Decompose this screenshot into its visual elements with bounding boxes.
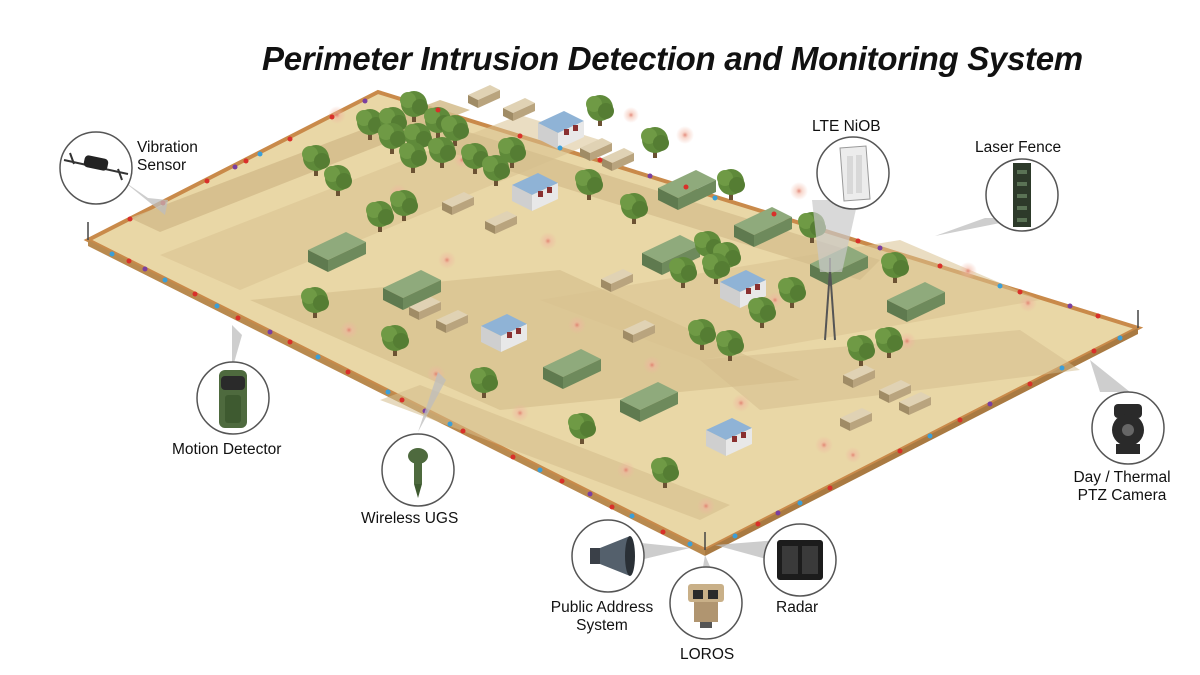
vibration-sensor-line2: Sensor	[137, 157, 187, 174]
page-title: Perimeter Intrusion Detection and Monito…	[262, 40, 1083, 77]
perimeter-sensor-markers	[109, 98, 1123, 547]
motion-detector-label: Motion Detector	[172, 441, 282, 458]
vibration-sensor-icon	[63, 152, 129, 181]
lte-niob-icon	[839, 145, 871, 202]
motion-detector-callout	[196, 361, 270, 435]
vibration-sensor-line1: Vibration	[137, 139, 198, 156]
wireless-ugs-icon	[408, 448, 428, 498]
callout-cones	[122, 180, 1130, 585]
day-thermal-camera-line1: Day / Thermal	[1073, 469, 1171, 486]
public-address-callout	[571, 519, 645, 593]
radar-callout	[763, 523, 837, 597]
loros-label: LOROS	[680, 646, 735, 663]
public-address-label: Public Address System	[535, 599, 669, 635]
radar-label: Radar	[776, 599, 819, 616]
wireless-ugs-callout	[381, 433, 455, 507]
loros-callout	[669, 566, 743, 640]
wireless-ugs-label: Wireless UGS	[361, 510, 459, 527]
day-thermal-camera-callout	[1091, 391, 1165, 465]
day-thermal-camera-label: Day / Thermal PTZ Camera	[1057, 469, 1187, 505]
radar-panel-icon	[777, 540, 823, 580]
public-address-line1: Public Address	[550, 599, 654, 616]
lte-niob-callout	[816, 136, 890, 210]
motion-detector-icon	[219, 370, 247, 428]
day-thermal-camera-line2: PTZ Camera	[1077, 487, 1167, 504]
lte-niob-label: LTE NiOB	[812, 118, 881, 135]
vibration-sensor-label: Vibration Sensor	[137, 139, 198, 175]
laser-fence-label: Laser Fence	[975, 139, 1062, 156]
vibration-sensor-callout	[59, 131, 133, 205]
speaker-icon	[590, 536, 635, 576]
ptz-camera-icon	[1112, 404, 1144, 454]
public-address-line2: System	[576, 617, 628, 634]
loros-camera-icon	[688, 584, 724, 628]
laser-fence-icon	[1013, 163, 1031, 227]
laser-fence-callout	[985, 158, 1059, 232]
